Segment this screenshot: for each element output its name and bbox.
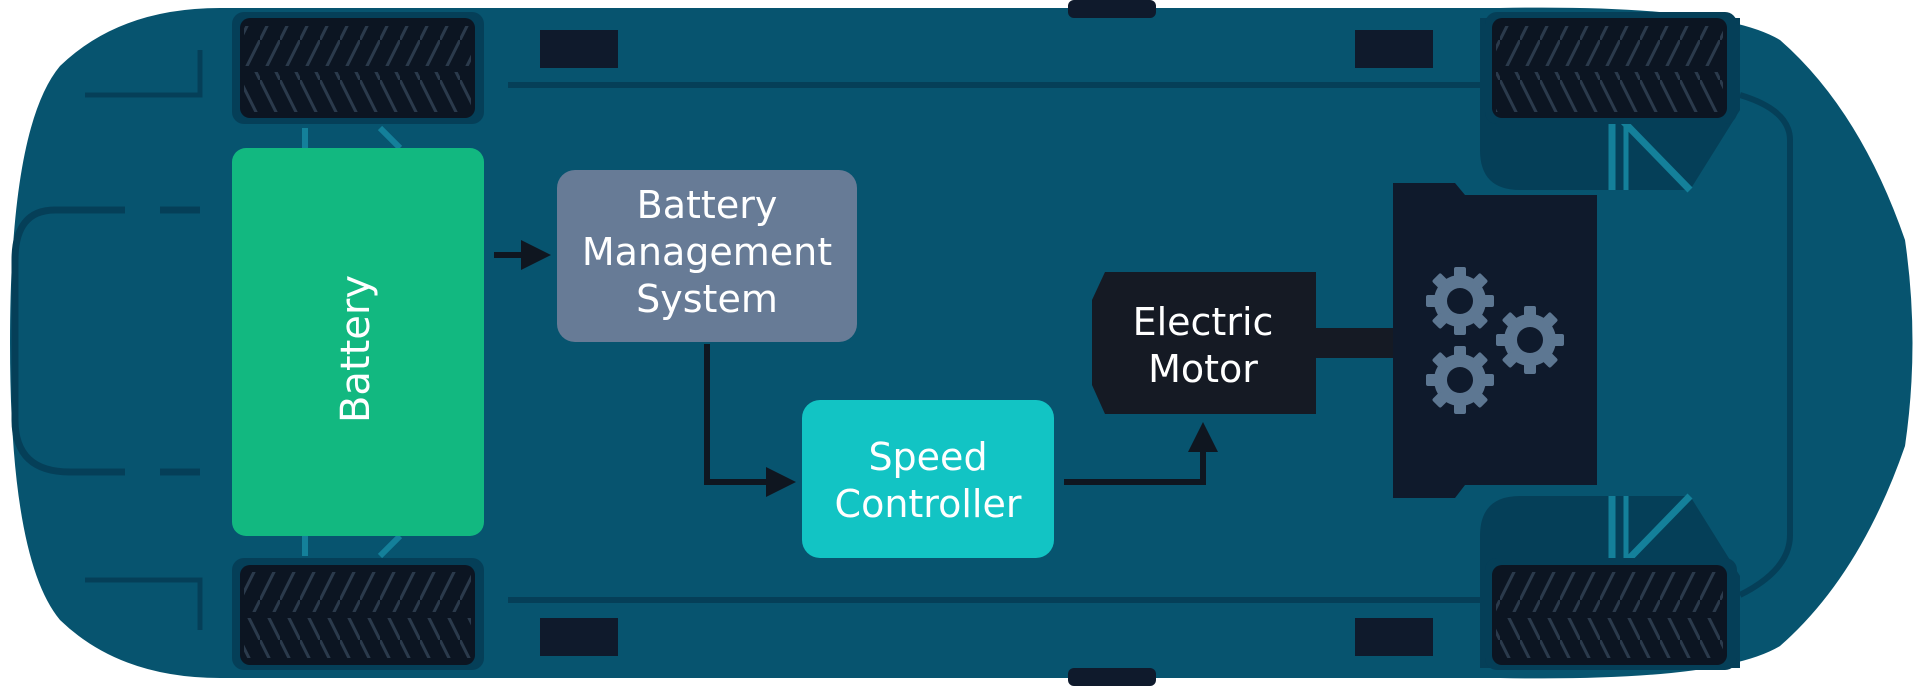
bms-label-line-2: Management	[582, 230, 832, 274]
arrow-speed-controller-to-motor	[1064, 422, 1218, 485]
mount-block	[1355, 30, 1433, 68]
speed-controller-line-2: Controller	[835, 482, 1022, 526]
rear-corner-line	[85, 50, 203, 98]
mount-block	[1355, 618, 1433, 656]
arrow-bms-to-speed-controller	[704, 344, 796, 497]
gear-icon	[1496, 306, 1564, 374]
suspension-arm	[1617, 115, 1693, 193]
wheel-front-bottom	[1485, 558, 1737, 670]
speed-controller-box	[802, 400, 1054, 558]
top-connector	[1068, 0, 1156, 18]
wheels	[232, 12, 1737, 670]
wheel-front-top	[1485, 12, 1737, 124]
bms-block: Battery Management System	[557, 170, 857, 342]
wheel-rear-bottom	[232, 558, 484, 670]
bms-box	[557, 170, 857, 342]
rear-corner-line	[85, 577, 203, 630]
mount-block	[540, 30, 618, 68]
hood-outline	[1738, 92, 1793, 598]
battery-box	[232, 148, 484, 536]
motor-label-line-2: Motor	[1148, 347, 1258, 391]
battery-block: Battery	[232, 148, 484, 536]
rear-axle-hint	[377, 125, 403, 151]
gears-icon	[1426, 267, 1564, 414]
bms-label-line-1: Battery	[637, 183, 778, 227]
shaft-lower	[1310, 338, 1395, 358]
gearbox-block	[1393, 183, 1597, 498]
rear-axle-hint	[377, 533, 403, 559]
motor-label-line-1: Electric	[1133, 300, 1274, 344]
gear-icon	[1426, 346, 1494, 414]
flow-arrows	[494, 240, 1218, 497]
speed-controller-block: Speed Controller	[802, 400, 1054, 558]
gear-icon	[1426, 267, 1494, 335]
bms-label-line-3: System	[636, 277, 778, 321]
car-body	[10, 0, 1913, 686]
car-silhouette	[10, 7, 1913, 679]
gearbox-box	[1393, 183, 1597, 498]
wheel-rear-top	[232, 12, 484, 124]
motor-block: Electric Motor	[1092, 272, 1316, 414]
battery-label: Battery	[333, 275, 379, 423]
trunk-outline	[11, 206, 125, 476]
bottom-connector	[1068, 668, 1156, 686]
motor-box	[1092, 272, 1316, 414]
suspension-arm	[1617, 493, 1693, 571]
mount-block	[540, 618, 618, 656]
speed-controller-line-1: Speed	[868, 435, 987, 479]
